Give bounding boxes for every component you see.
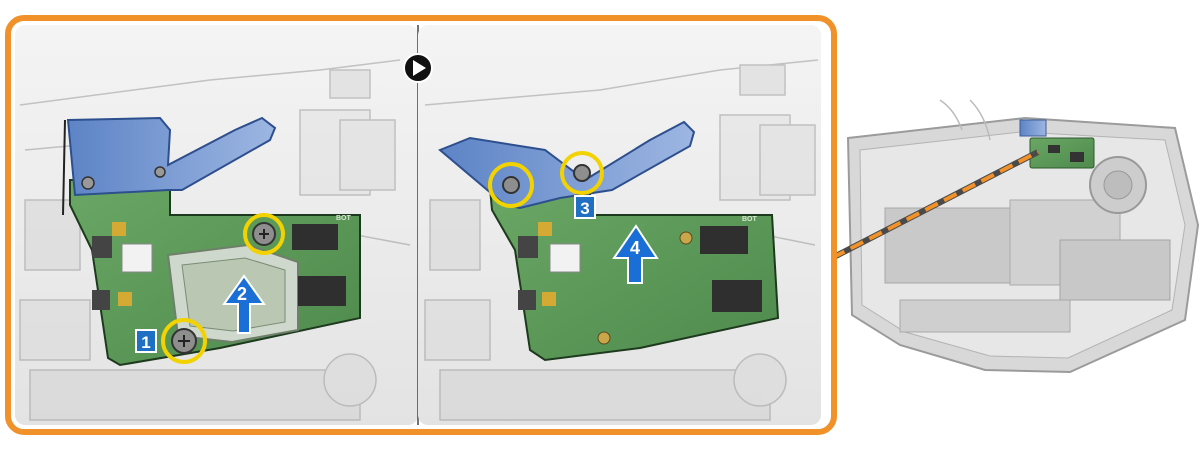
- step-badge-1: 1: [135, 329, 157, 353]
- svg-text:2: 2: [237, 284, 247, 304]
- screw-highlight-a: [243, 213, 285, 255]
- blue-tape-left: [66, 116, 277, 197]
- svg-text:3: 3: [580, 199, 589, 218]
- step-badge-3: 3: [574, 195, 596, 219]
- lift-arrow-2: 2: [222, 274, 266, 334]
- svg-text:4: 4: [630, 238, 640, 258]
- laptop-overview: [846, 99, 1200, 374]
- left-panel: BOT 1 2: [15, 25, 418, 425]
- svg-text:1: 1: [141, 333, 150, 352]
- screw-highlight-1: [161, 318, 207, 364]
- lift-arrow-4: 4: [612, 224, 659, 284]
- screw-highlight-3b: [560, 151, 604, 195]
- next-step-icon: [403, 53, 433, 83]
- bot-label-left: BOT: [336, 215, 352, 222]
- right-panel: BOT 3 4: [418, 25, 821, 425]
- bot-label-right: BOT: [742, 216, 758, 223]
- zoom-connector-line: [830, 149, 1040, 261]
- screw-highlight-3a: [488, 162, 534, 208]
